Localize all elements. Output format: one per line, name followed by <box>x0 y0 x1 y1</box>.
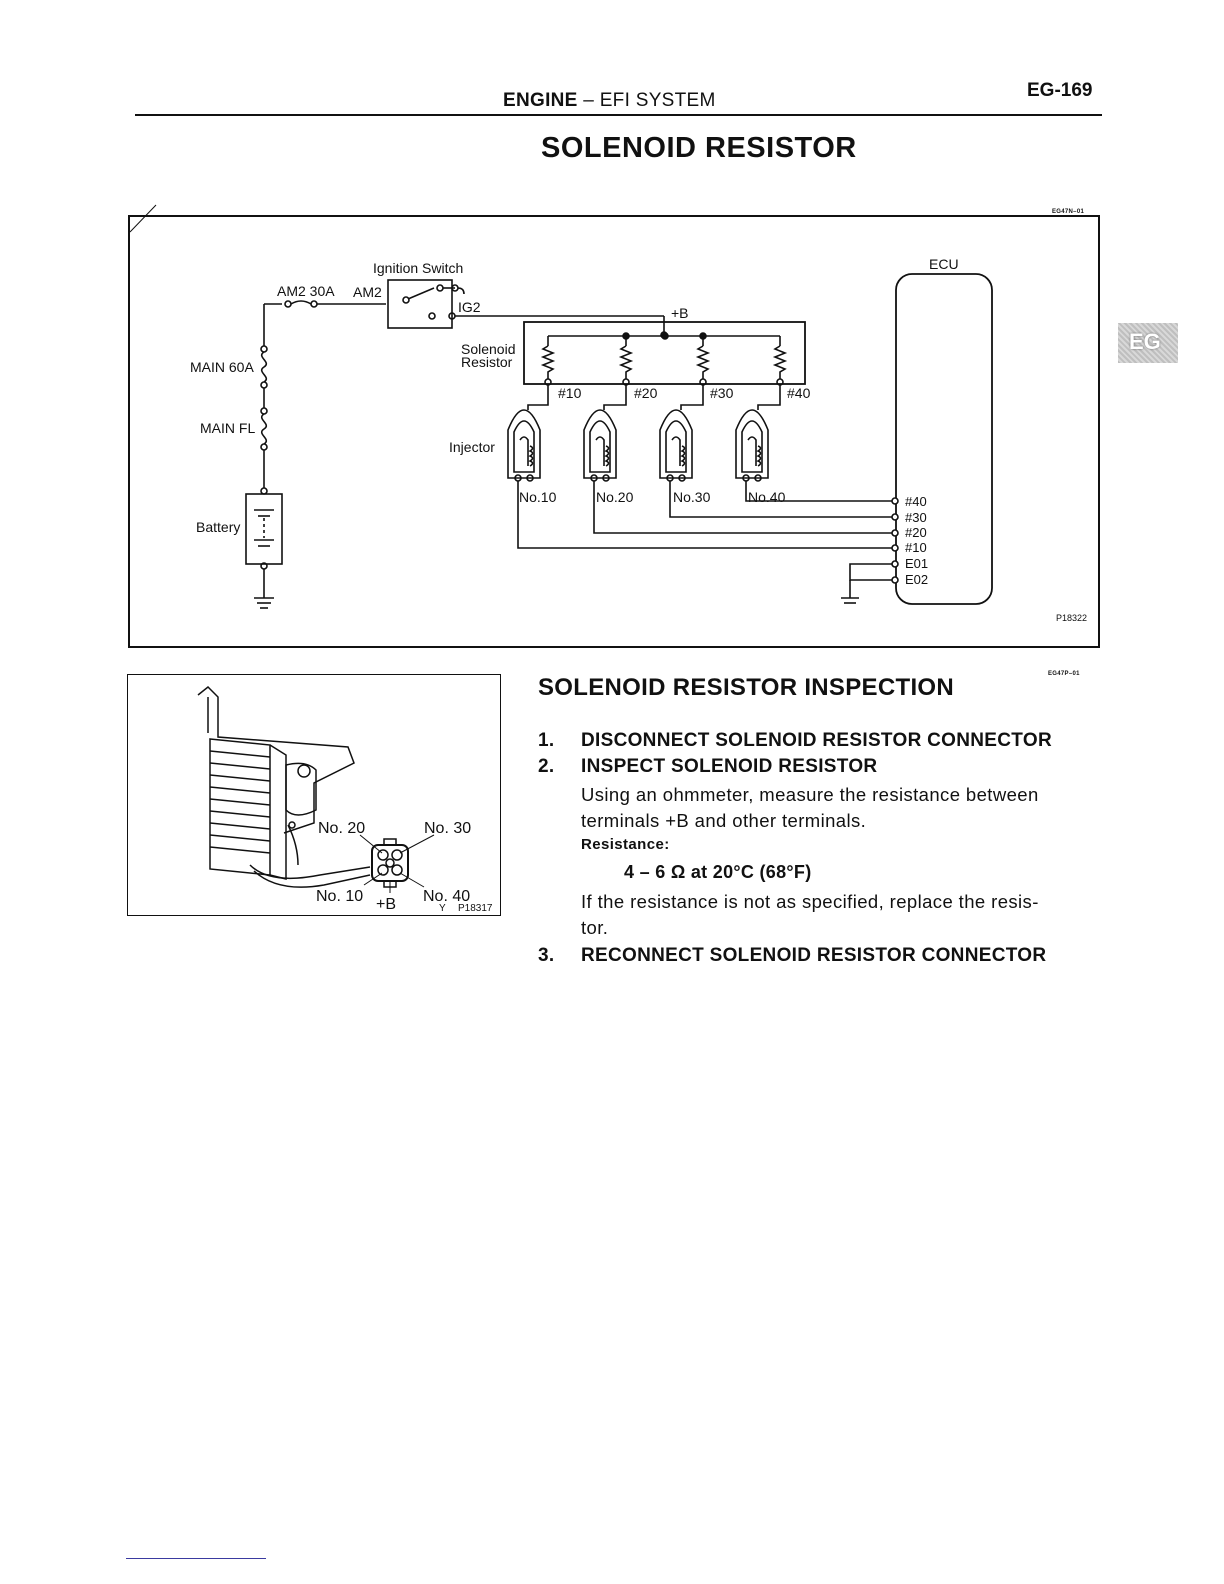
step-1-number: 1. <box>538 730 555 751</box>
diagram-frame <box>128 215 1100 648</box>
photo-label-plus-b: +B <box>376 896 396 913</box>
main-60a-fuse <box>260 351 268 383</box>
inspection-title: SOLENOID RESISTOR INSPECTION <box>538 674 955 701</box>
step-2-text: INSPECT SOLENOID RESISTOR <box>581 756 878 777</box>
section-tab-label: EG <box>1129 329 1161 354</box>
section-tab: EG <box>1118 323 1178 363</box>
label-solenoid: Solenoid <box>461 341 516 357</box>
resistance-value: 4 – 6 Ω at 20°C (68°F) <box>624 862 812 882</box>
resistance-label: Resistance: <box>581 836 670 853</box>
resistor-connector-drawing: No. 20 No. 30 No. 10 No. 40 +B Y P18317 <box>197 685 493 914</box>
resistor-20 <box>618 345 634 379</box>
section-header-bold: ENGINE <box>503 90 578 111</box>
ecu-pin-20: #20 <box>905 525 927 540</box>
instruction-line-2: terminals +B and other terminals. <box>581 810 867 831</box>
inspection-code: EG47P–01 <box>1048 671 1080 677</box>
injector-no20 <box>583 409 617 482</box>
header-rule <box>135 114 1102 116</box>
resistor-10 <box>540 345 556 379</box>
injector-no40 <box>735 409 769 482</box>
resistor-terminal-40: #40 <box>787 385 811 401</box>
label-battery: Battery <box>196 519 240 535</box>
injector-no10 <box>507 409 541 482</box>
main-fl-fuse <box>260 413 268 445</box>
ignition-switch <box>387 279 668 339</box>
footer-rule <box>126 1558 266 1559</box>
resistor-terminal-10: #10 <box>558 385 582 401</box>
step-2-number: 2. <box>538 756 555 777</box>
bolt-hole <box>297 764 311 778</box>
frame-stray-mark <box>129 204 157 233</box>
label-resistor: Resistor <box>461 354 513 370</box>
page-number: EG-169 <box>1027 80 1093 101</box>
label-ig2: IG2 <box>458 299 481 315</box>
label-ecu: ECU <box>929 256 959 272</box>
injector-no30 <box>659 409 693 482</box>
label-injector: Injector <box>449 439 495 455</box>
photo-figure-id: P18317 <box>458 903 493 914</box>
ecu-pin-30: #30 <box>905 510 927 525</box>
photo-label-no40: No. 40 <box>423 888 470 905</box>
note-line-2: tor. <box>581 917 609 938</box>
label-am2: AM2 <box>353 284 382 300</box>
ecu-box <box>891 273 993 605</box>
injector-label-10: No.10 <box>519 489 557 505</box>
battery-icon <box>245 493 283 565</box>
injector-label-20: No.20 <box>596 489 634 505</box>
resistor-30 <box>695 345 711 379</box>
injectors <box>507 409 769 482</box>
photo-label-no10: No. 10 <box>316 888 363 905</box>
diagram-figure-id: P18322 <box>1056 613 1087 623</box>
note-line-1: If the resistance is not as specified, r… <box>581 891 1039 912</box>
bracket-outline <box>197 685 355 834</box>
wiring-diagram: Ignition Switch AM2 30A AM2 IG2 +B MAIN … <box>128 204 1100 648</box>
instruction-line-1: Using an ohmmeter, measure the resistanc… <box>581 784 1039 805</box>
injector-feed-wires <box>527 385 781 410</box>
section-header: ENGINE – EFI SYSTEM <box>503 90 716 112</box>
label-main-60a: MAIN 60A <box>190 359 254 375</box>
bracket-plate <box>285 762 317 816</box>
label-main-fl: MAIN FL <box>200 420 255 436</box>
photo-marker: Y <box>439 903 446 914</box>
diagram-code: EG47N–01 <box>1052 209 1085 215</box>
supply-circuit <box>245 300 386 609</box>
connector-illustration: No. 20 No. 30 No. 10 No. 40 +B Y P18317 <box>127 674 501 916</box>
connector-icon <box>371 838 409 888</box>
resistor-terminal-20: #20 <box>634 385 658 401</box>
resistor-40 <box>772 345 788 379</box>
step-1-text: DISCONNECT SOLENOID RESISTOR CONNECTOR <box>581 730 1052 751</box>
label-ignition-switch: Ignition Switch <box>373 260 463 276</box>
injector-label-40: No.40 <box>748 489 786 505</box>
wire-harness <box>249 864 371 880</box>
ecu-pin-40: #40 <box>905 494 927 509</box>
ecu-pin-e01: E01 <box>905 556 928 571</box>
step-3-number: 3. <box>538 945 555 966</box>
injector-ecu-wires <box>517 481 892 604</box>
photo-label-no30: No. 30 <box>424 820 471 837</box>
page-title: SOLENOID RESISTOR <box>541 132 857 164</box>
step-3-text: RECONNECT SOLENOID RESISTOR CONNECTOR <box>581 945 1047 966</box>
ecu-pin-e02: E02 <box>905 572 928 587</box>
solenoid-resistor <box>523 321 806 386</box>
ecu-pin-10: #10 <box>905 540 927 555</box>
resistor-terminal-30: #30 <box>710 385 734 401</box>
resistor-body <box>209 738 287 880</box>
label-am2-fuse: AM2 30A <box>277 283 335 299</box>
photo-label-no20: No. 20 <box>318 820 365 837</box>
injector-label-30: No.30 <box>673 489 711 505</box>
label-plus-b: +B <box>671 305 689 321</box>
section-header-rest: – EFI SYSTEM <box>583 90 716 111</box>
